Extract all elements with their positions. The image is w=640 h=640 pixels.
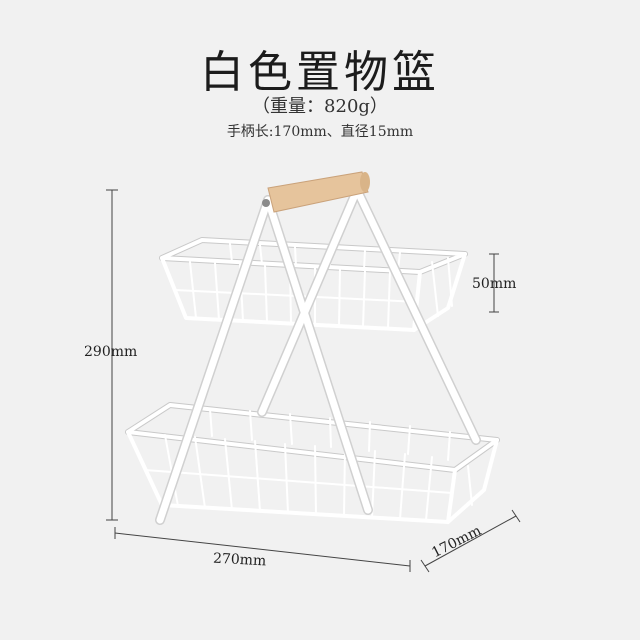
product-title: 白色置物篮 — [200, 47, 440, 98]
width-dimension-line — [114, 527, 411, 572]
width-label: 270mm — [212, 550, 267, 570]
basket-depth-label: 50mm — [472, 276, 517, 292]
basket-depth-dimension-line — [489, 253, 499, 313]
height-dimension-line — [106, 189, 118, 521]
height-label: 290mm — [84, 344, 138, 360]
wire-basket — [125, 185, 500, 525]
product-weight: （重量：820g） — [252, 96, 388, 117]
handle-spec: 手柄长:170mm、直径15mm — [226, 124, 414, 140]
wooden-handle — [262, 171, 370, 213]
depth-dimension-line — [420, 509, 521, 573]
